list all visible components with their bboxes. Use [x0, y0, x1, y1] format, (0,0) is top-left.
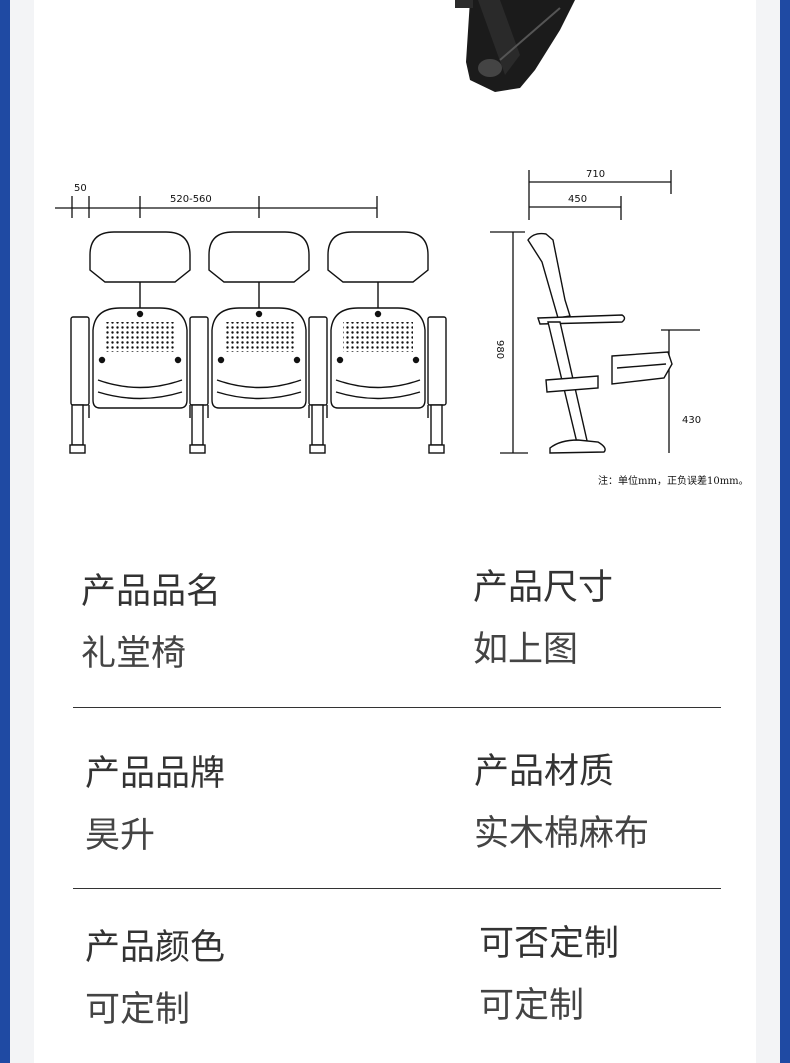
spec-value: 礼堂椅	[81, 634, 187, 674]
spec-label: 产品品名	[81, 572, 222, 612]
spec-value: 昊升	[85, 816, 156, 856]
divider-1	[73, 707, 721, 708]
front-chair-1	[88, 231, 191, 418]
technical-drawing: 50 520-560	[0, 0, 790, 500]
spec-product-brand: 产品品牌 昊升	[85, 752, 225, 858]
spec-product-color: 产品颜色 可定制	[85, 926, 225, 1032]
leg	[71, 404, 84, 446]
leg-foot	[428, 444, 445, 454]
front-view-chairs	[69, 231, 447, 454]
leg-foot	[69, 444, 86, 454]
page-frame	[10, 0, 780, 1063]
spec-value: 可定制	[85, 990, 191, 1030]
arm-rest	[189, 316, 209, 406]
front-chair-2	[207, 231, 310, 418]
spec-label: 产品品牌	[85, 754, 226, 794]
spec-product-size: 产品尺寸 如上图	[473, 566, 613, 672]
side-foot-base	[549, 439, 606, 454]
leg	[430, 404, 443, 446]
spec-product-material: 产品材质 实木棉麻布	[474, 750, 649, 856]
divider-2	[73, 888, 721, 889]
leg	[311, 404, 324, 446]
content-sheet	[34, 0, 756, 1063]
side-dimensions	[490, 170, 700, 454]
side-seat	[545, 375, 599, 393]
spec-value: 可定制	[479, 986, 585, 1026]
spec-label: 可否定制	[479, 924, 620, 964]
unit-note: 注：单位mm，正负误差10mm。	[598, 476, 749, 487]
spec-value: 实木棉麻布	[474, 814, 650, 854]
arm-rest	[308, 316, 328, 406]
spec-product-name: 产品品名 礼堂椅	[81, 570, 221, 676]
spec-value: 如上图	[473, 630, 579, 670]
leg-foot	[189, 444, 206, 454]
front-dimensions	[55, 196, 378, 218]
chair-drawing-svg: 50 520-560	[55, 0, 701, 454]
spec-label: 产品材质	[474, 752, 615, 792]
arm-rest	[427, 316, 447, 406]
front-chair-3	[326, 231, 429, 418]
dim-height-label: 980	[494, 340, 505, 359]
dim-seat-width-label: 520-560	[170, 194, 212, 205]
side-folded-seat	[611, 351, 673, 385]
dim-depth-seat-label: 450	[568, 194, 587, 205]
arm-rest	[70, 316, 90, 406]
dim-arm-label: 50	[74, 183, 87, 194]
dim-depth-total-label: 710	[586, 169, 605, 180]
spec-customizable: 可否定制 可定制	[479, 922, 619, 1028]
dim-seat-height-label: 430	[682, 415, 701, 426]
spec-label: 产品尺寸	[473, 568, 614, 608]
side-view-chair	[527, 232, 673, 454]
chair-foot-photo	[455, 0, 575, 92]
side-backrest	[527, 232, 571, 319]
leg	[191, 404, 204, 446]
leg-foot	[309, 444, 326, 454]
spec-label: 产品颜色	[85, 928, 226, 968]
